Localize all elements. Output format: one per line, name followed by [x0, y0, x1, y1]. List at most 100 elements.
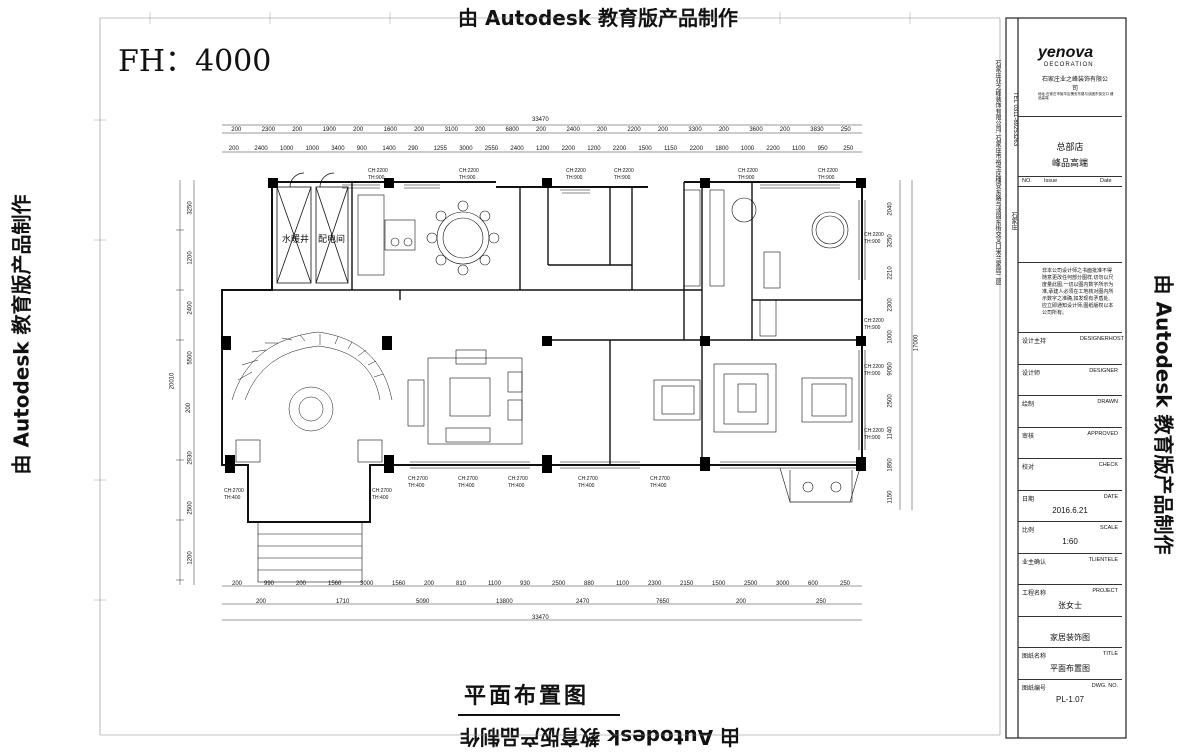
ceiling-tag: CH:2700	[224, 488, 244, 494]
title-block-label-en: CHECK	[1098, 462, 1118, 468]
ceiling-tag: TH:400	[508, 483, 525, 489]
title-block-value: 家居装饰图	[1050, 632, 1090, 642]
room-label-electric: 配电间	[318, 235, 346, 245]
title-block-label-en: TLIENTELE	[1088, 556, 1118, 563]
dimension-value: 3300	[688, 127, 702, 133]
title-block-label: 审核	[1022, 433, 1035, 440]
ceiling-tag: TH:900	[818, 175, 835, 181]
dimension-value: 1400	[382, 146, 396, 152]
plan-title: 平面布置图	[464, 684, 590, 709]
title-block-label-en: SCALE	[1099, 525, 1118, 531]
dimension-value: 1150	[664, 146, 677, 152]
ceiling-tag: TH:400	[578, 483, 595, 489]
dimension-value: 1000	[280, 146, 294, 152]
overall-dim-right: 17000	[913, 334, 920, 352]
dimension-value: 200	[779, 127, 790, 133]
dimension-value: 1140	[887, 426, 894, 440]
dimension-value: 9050	[887, 362, 894, 376]
dimension-value: 3000	[459, 146, 473, 152]
ceiling-tag: CH:2700	[578, 476, 598, 482]
dimension-value: 2930	[187, 451, 194, 465]
dimension-value: 810	[456, 581, 467, 587]
title-block-value: PL-1.07	[1055, 694, 1085, 704]
dimension-value: 1200	[536, 146, 550, 152]
title-block-value: 1:60	[1062, 537, 1078, 546]
title-block-row	[1018, 615, 1122, 617]
ceiling-tag: TH:900	[566, 175, 583, 181]
title-block-row	[1018, 363, 1122, 365]
dimension-value: 3000	[360, 581, 374, 587]
rev-no-header: NO.	[1022, 178, 1032, 184]
dimension-value: 290	[408, 146, 419, 152]
title-block-row	[1018, 678, 1122, 680]
title-block-row	[1018, 584, 1122, 585]
title-block-label: 日期	[1022, 496, 1035, 503]
dimension-value: 2210	[887, 266, 894, 280]
company-logo: yenova	[1038, 44, 1094, 61]
overall-dim-bottom: 33470	[532, 615, 549, 621]
title-block-divider	[1018, 116, 1122, 117]
title-block-row	[1018, 489, 1122, 491]
ceiling-tag: CH:2200	[459, 168, 479, 174]
dimension-value: 3000	[776, 581, 790, 587]
floor-height-label: FH：4000	[118, 44, 272, 79]
note-divider	[1018, 262, 1122, 263]
dimension-value: 1100	[616, 581, 629, 587]
dimension-value: 950	[817, 146, 828, 152]
dimension-value: 1710	[336, 599, 350, 605]
ceiling-tag: TH:400	[408, 483, 425, 489]
dimension-value: 2400	[566, 127, 580, 133]
title-block-label: 校对	[1022, 465, 1035, 471]
dimension-value: 1200	[587, 146, 601, 152]
ceiling-tag: CH:2700	[458, 476, 478, 482]
branch-subtitle: 峰品高端	[1051, 158, 1088, 168]
dimension-value: 2300	[261, 127, 276, 133]
title-block-value: 张女士	[1058, 601, 1082, 610]
dimension-value: 2400	[187, 301, 194, 315]
ceiling-tag: CH:2200	[368, 168, 388, 174]
dimension-value: 1800	[715, 146, 729, 152]
dimension-value: 200	[475, 127, 486, 133]
dimension-value: 2200	[689, 146, 703, 152]
title-block-row	[1018, 426, 1122, 428]
title-block-label: 比例	[1022, 528, 1035, 534]
dimension-value: 880	[584, 581, 595, 587]
title-block-label: 设计主持	[1022, 339, 1047, 345]
dimension-value: 200	[228, 146, 239, 152]
dimension-value: 2500	[744, 581, 758, 587]
dimension-value: 200	[232, 581, 243, 587]
dimension-value: 1000	[887, 330, 894, 344]
dimension-value: 2040	[887, 202, 894, 216]
title-block-label-en: APPROVED	[1087, 430, 1118, 437]
dimension-value: 1600	[383, 127, 397, 133]
ceiling-tag: CH:2200	[738, 168, 758, 174]
company-name: 石家庄业之峰装饰有限公司	[1041, 77, 1108, 92]
ceiling-tag: CH:2200	[864, 364, 884, 370]
dimension-value: 1500	[638, 146, 652, 152]
dimension-value: 2300	[648, 581, 662, 587]
title-block-label-en: DESIGNER	[1089, 367, 1118, 374]
dimension-value: 200	[186, 402, 193, 414]
ceiling-tag: CH:2200	[818, 168, 838, 174]
title-block-row	[1018, 521, 1122, 522]
city-label: 石家庄	[1010, 212, 1016, 230]
ceiling-tag: CH:2700	[650, 476, 670, 482]
title-block-row	[1018, 552, 1122, 554]
ceiling-tag: TH:900	[864, 239, 881, 245]
overall-dim-left: 20010	[169, 372, 176, 390]
dimension-value: 2200	[766, 146, 780, 152]
dimension-value: 200	[718, 127, 729, 133]
dimension-value: 1100	[792, 146, 805, 152]
ceiling-tag: TH:900	[614, 175, 631, 181]
title-block-label-en: DATE	[1103, 493, 1118, 500]
dimension-value: 200	[414, 127, 425, 133]
dimension-value: 1150	[887, 490, 894, 504]
ceiling-tag: CH:2200	[864, 232, 884, 238]
dimension-value: 200	[596, 127, 607, 133]
title-block-label: 设计师	[1022, 370, 1041, 377]
dimension-value: 200	[231, 127, 242, 133]
title-block-label-en: DRAWN	[1097, 399, 1118, 405]
ceiling-tag: TH:900	[864, 435, 881, 441]
